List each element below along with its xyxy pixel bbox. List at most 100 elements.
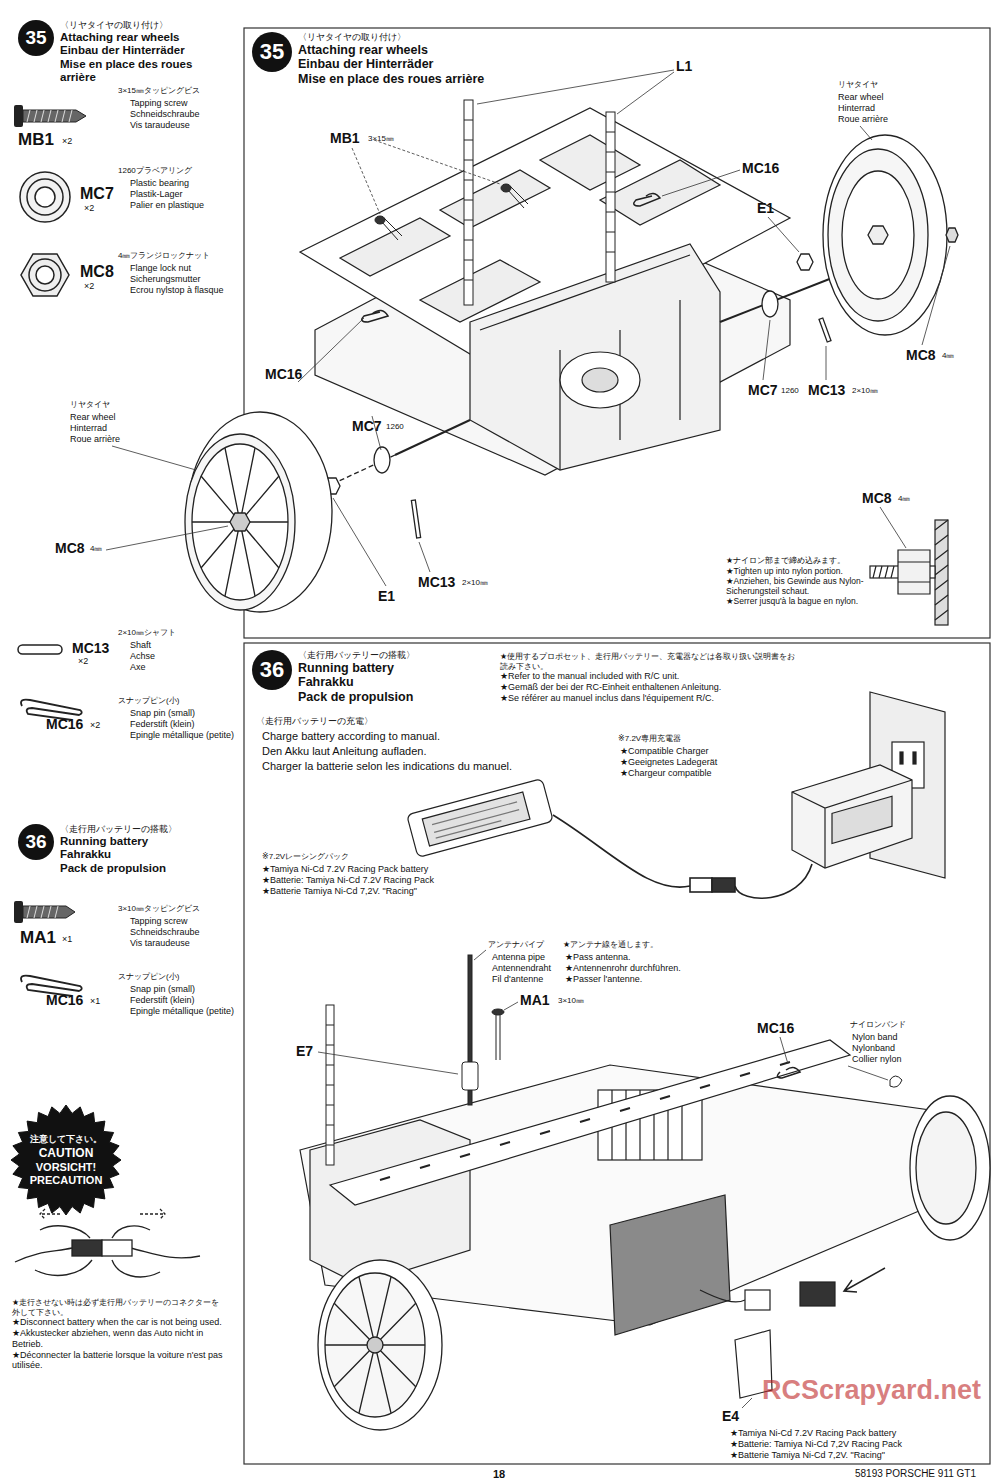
instruction-text: Plastic bearing	[130, 178, 189, 189]
instruction-text: ×2	[90, 720, 100, 731]
flange-lock-nut	[21, 254, 69, 296]
caution-text: VORSICHT!	[36, 1161, 97, 1174]
chassis	[582, 368, 618, 392]
instruction-text: 3×10㎜	[558, 996, 584, 1006]
tapping-screw	[27, 110, 72, 122]
instruction-text: ★Déconnecter la batterie lorsque la voit…	[12, 1350, 227, 1372]
instruction-text: Charge battery according to manual.	[262, 730, 440, 743]
panel-frame	[244, 643, 990, 1464]
leader-line	[106, 70, 950, 586]
connector-hands	[72, 1240, 102, 1256]
instruction-text: 4㎜	[90, 544, 102, 554]
plastic-bearing	[35, 187, 55, 207]
instruction-text: Tapping screw	[130, 98, 188, 109]
step-title: 〈リヤタイヤの取り付け〉	[60, 20, 216, 31]
rear-axle-right	[842, 171, 914, 299]
part-code: MC16	[46, 716, 83, 733]
instruction-text: Palier en plastique	[130, 200, 204, 211]
part-code: MC8	[862, 490, 892, 507]
instruction-text: Den Akku laut Anleitung aufladen.	[262, 745, 427, 758]
rear-axle-left	[185, 434, 295, 610]
instruction-text: 58193 PORSCHE 911 GT1	[855, 1468, 976, 1480]
part-code: MC7	[352, 418, 382, 435]
leader-line	[112, 446, 196, 470]
antenna-post	[462, 1062, 478, 1090]
part-code: MA1	[20, 928, 56, 948]
tapping-screw	[14, 105, 23, 127]
step-title: Running battery	[60, 835, 216, 849]
step-heading: 35〈リヤタイヤの取り付け〉Attaching rear wheelsEinba…	[18, 20, 216, 85]
instruction-text: Plastik-Lager	[130, 189, 183, 200]
instruction-text: Hinterrad	[70, 423, 107, 434]
leader-line	[333, 498, 386, 586]
part-code: MC16	[46, 992, 83, 1009]
antenna-post	[464, 120, 615, 280]
flange-lock-nut	[21, 254, 69, 296]
caution-text: 注意して下さい。	[30, 1134, 102, 1144]
plastic-bearing	[27, 179, 63, 215]
instruction-text: ★Antennenrohr durchführen.	[565, 963, 681, 974]
leader-line	[922, 246, 950, 345]
instruction-text: Snap pin (small)	[130, 984, 195, 995]
snap-pin	[362, 310, 388, 322]
instruction-text: ★Geeignetes Ladegerät	[620, 757, 717, 768]
nut-detail	[873, 566, 894, 578]
antenna-post	[606, 112, 615, 282]
rear-axle-left	[192, 444, 288, 600]
part-code: E1	[757, 200, 774, 217]
panel-frame	[244, 28, 990, 1464]
part-code: E1	[378, 588, 395, 605]
part-code: MC13	[808, 382, 845, 399]
part-code: MC16	[742, 160, 779, 177]
instruction-text: スナップピン(小)	[118, 696, 179, 706]
rear-axle-left	[411, 500, 420, 538]
instruction-text: ★Gemäß der bei der RC-Einheit enthaltene…	[500, 682, 721, 693]
instruction-text: Flange lock nut	[130, 263, 191, 274]
part-code: MB1	[330, 130, 360, 147]
step-number: 35	[18, 20, 54, 56]
step-title: Einbau der Hinterräder	[60, 44, 216, 58]
leader-line	[419, 542, 430, 572]
plastic-bearing	[20, 172, 70, 222]
leader-line	[318, 950, 888, 1408]
charge-cable	[735, 864, 812, 898]
rear-axle-left	[374, 447, 390, 473]
battery-pack	[432, 802, 521, 838]
wheel	[367, 1337, 383, 1353]
rear-axle-right	[819, 318, 831, 342]
instruction-text: Nylon band	[852, 1032, 898, 1043]
flange-lock-nut	[36, 266, 54, 284]
chassis	[330, 1040, 850, 1205]
caution-text: CAUTION	[39, 1147, 94, 1161]
instruction-text: 3×15㎜	[368, 134, 394, 144]
step-panel-heading: 36〈走行用バッテリーの搭載〉Running batteryFahrakkuPa…	[252, 650, 415, 705]
leader-line	[318, 1052, 458, 1074]
instruction-text: ★Disconnect battery when the car is not …	[12, 1317, 227, 1328]
connector-hands	[130, 1248, 200, 1258]
instruction-text: ナイロンバンド	[850, 1020, 906, 1030]
part-code: MC16	[757, 1020, 794, 1037]
instruction-text: 4㎜フランジロックナット	[118, 251, 210, 261]
instruction-text: Collier nylon	[852, 1054, 902, 1065]
step-title: Attaching rear wheels	[298, 43, 484, 58]
charge-cable	[712, 878, 735, 892]
tapping-screw	[14, 901, 75, 923]
instruction-text: Vis taraudeuse	[130, 938, 190, 949]
step-title: Pack de propulsion	[60, 862, 216, 876]
connector-hands	[35, 1226, 92, 1276]
step-number: 35	[252, 32, 292, 72]
instruction-text: Achse	[130, 651, 155, 662]
instruction-text: ★Chargeur compatible	[620, 768, 712, 779]
leader-line	[352, 140, 500, 214]
step-number: 36	[252, 650, 292, 690]
nut-detail	[870, 520, 948, 625]
chassis	[470, 244, 720, 470]
instruction-text: リヤタイヤ	[838, 80, 878, 90]
rear-axle-right	[868, 226, 888, 244]
battery-pack	[407, 779, 554, 858]
rear-axle-right	[797, 254, 813, 270]
screw	[375, 184, 528, 240]
leader-line	[848, 1066, 888, 1080]
